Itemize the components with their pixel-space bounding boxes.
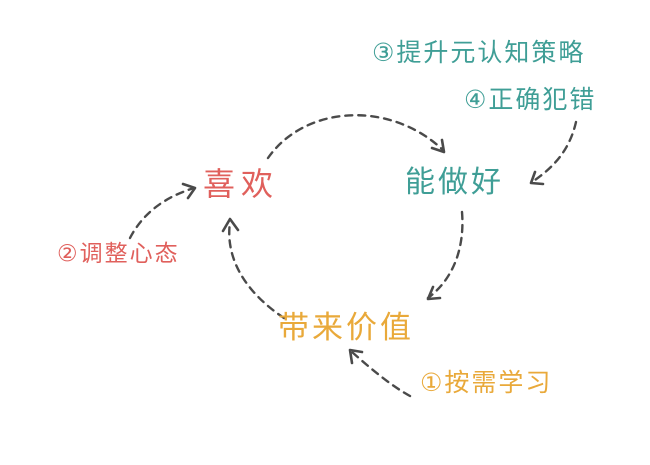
node-like: 喜欢 <box>203 165 280 203</box>
arrow-note2-to-like <box>128 186 196 240</box>
arrow-do-well-to-value <box>426 210 464 300</box>
arrowhead-note1-to-value <box>348 348 364 365</box>
arrowhead-note4-to-do-well <box>529 170 545 186</box>
arrow-value-to-like <box>228 220 286 320</box>
note-step-1: ①按需学习 <box>420 368 553 397</box>
node-bring-value: 带来价值 <box>278 310 414 346</box>
arrow-note1-to-value <box>350 350 412 398</box>
note-step-4: ④正确犯错 <box>464 85 597 114</box>
arrowhead-do-well-to-value <box>426 285 442 301</box>
arrow-like-to-do-well <box>266 114 445 160</box>
note-step-3: ③提升元认知策略 <box>372 38 586 67</box>
arrowhead-like-to-do-well <box>430 138 446 154</box>
arrow-note4-to-do-well <box>530 120 578 184</box>
node-do-well: 能做好 <box>405 165 504 200</box>
arrowhead-value-to-like <box>221 217 240 233</box>
note-step-2: ②调整心态 <box>57 241 180 267</box>
arrowhead-note2-to-like <box>181 182 197 200</box>
